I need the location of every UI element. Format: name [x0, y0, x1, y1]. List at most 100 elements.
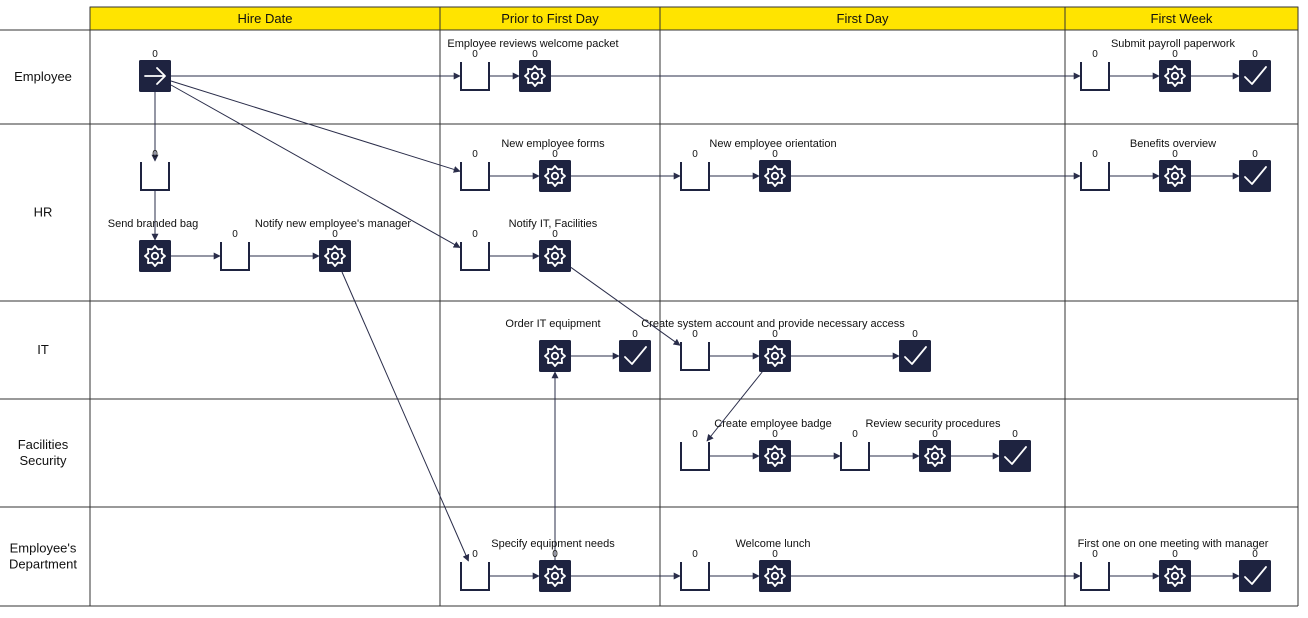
task-box [759, 160, 791, 192]
task-box [539, 560, 571, 592]
node-label: Send branded bag [108, 218, 199, 230]
end-node-dept-end[interactable]: 0 [1239, 549, 1271, 592]
queue-icon [1080, 162, 1110, 191]
checkmark-icon [904, 346, 927, 365]
edge-hr_notify_it-to-it_q1 [570, 267, 681, 346]
checkmark-icon [1244, 166, 1267, 185]
checkmark-icon [1244, 66, 1267, 85]
task-box [319, 240, 351, 272]
node-count: 0 [1172, 549, 1178, 560]
queue-node-fac-q2[interactable]: 0 [840, 429, 870, 471]
node-count: 0 [332, 229, 338, 240]
gear-icon [544, 565, 566, 587]
lane-label-it: IT [37, 342, 49, 357]
queue-icon [680, 342, 710, 371]
queue-icon [1080, 62, 1110, 91]
queue-node-it-q1[interactable]: 0 [680, 329, 710, 371]
queue-node-dept-q1[interactable]: 0 [460, 549, 490, 591]
node-count: 0 [852, 429, 858, 440]
node-count: 0 [1092, 49, 1098, 60]
node-count: 0 [1092, 149, 1098, 160]
gear-icon [544, 245, 566, 267]
task-box [539, 160, 571, 192]
gear-hub-icon [1170, 71, 1180, 81]
end-box [999, 440, 1031, 472]
node-label: Review security procedures [865, 418, 1001, 430]
end-node-emp-end[interactable]: 0 [1239, 49, 1271, 92]
queue-node-fac-q1[interactable]: 0 [680, 429, 710, 471]
end-node-it-end2[interactable]: 0 [899, 329, 931, 372]
node-count: 0 [552, 229, 558, 240]
task-node-order-it-equipment[interactable]: Order IT equipment [505, 318, 601, 372]
column-header-label: Prior to First Day [501, 11, 599, 26]
end-node-hr-end[interactable]: 0 [1239, 149, 1271, 192]
lane-label-hr: HR [34, 205, 53, 220]
gear-icon [524, 65, 546, 87]
queue-icon [460, 242, 490, 271]
arrow-right-icon [144, 67, 166, 85]
queue-node-hr-q1[interactable]: 0 [140, 149, 170, 191]
queue-node-emp-q2[interactable]: 0 [1080, 49, 1110, 91]
queue-node-hr-q5[interactable]: 0 [680, 149, 710, 191]
queue-node-dept-q2[interactable]: 0 [680, 549, 710, 591]
gear-icon [1164, 65, 1186, 87]
node-count: 0 [932, 429, 938, 440]
queue-node-hr-q4[interactable]: 0 [460, 229, 490, 271]
gear-hub-icon [550, 171, 560, 181]
task-box [759, 440, 791, 472]
queue-icon [460, 62, 490, 91]
node-count: 0 [152, 149, 158, 160]
node-count: 0 [772, 149, 778, 160]
node-count: 0 [552, 149, 558, 160]
end-box [899, 340, 931, 372]
edge-hr_notify_mgr-to-dept_q1 [341, 271, 470, 562]
gear-icon [1164, 565, 1186, 587]
start-node-start[interactable]: 0 [139, 49, 171, 92]
gear-hub-icon [1170, 171, 1180, 181]
gear-icon [764, 165, 786, 187]
queue-node-emp-q1[interactable]: 0 [460, 49, 490, 91]
node-count: 0 [1252, 149, 1258, 160]
gear-icon [764, 445, 786, 467]
end-node-it-end1[interactable]: 0 [619, 329, 651, 372]
queue-node-dept-q3[interactable]: 0 [1080, 549, 1110, 591]
edge-it_account-to-fac_q1 [706, 371, 763, 442]
gear-hub-icon [530, 71, 540, 81]
end-box [1239, 60, 1271, 92]
gear-icon [324, 245, 346, 267]
queue-node-hr-q2[interactable]: 0 [220, 229, 250, 271]
node-count: 0 [912, 329, 918, 340]
task-box [1159, 60, 1191, 92]
end-node-fac-end[interactable]: 0 [999, 429, 1031, 472]
column-header-label: First Day [837, 11, 890, 26]
task-node-send-branded-bag[interactable]: Send branded bag [108, 218, 199, 272]
end-box [1239, 560, 1271, 592]
node-count: 0 [1092, 549, 1098, 560]
node-count: 0 [1252, 49, 1258, 60]
node-count: 0 [472, 229, 478, 240]
node-count: 0 [472, 549, 478, 560]
node-count: 0 [472, 49, 478, 60]
end-box [619, 340, 651, 372]
queue-node-hr-q6[interactable]: 0 [1080, 149, 1110, 191]
node-count: 0 [532, 49, 538, 60]
node-label: Submit payroll paperwork [1111, 38, 1236, 50]
task-box [759, 560, 791, 592]
queue-node-hr-q3[interactable]: 0 [460, 149, 490, 191]
queue-icon [220, 242, 250, 271]
